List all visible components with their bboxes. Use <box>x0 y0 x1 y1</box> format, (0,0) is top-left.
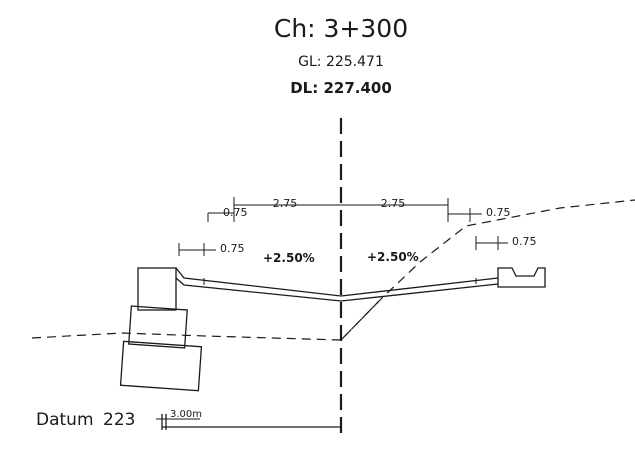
fill-slope-line <box>340 299 381 341</box>
left-inner-shoulder-label: 0.75 <box>223 206 248 219</box>
wall-block-bottom <box>119 340 203 392</box>
scale-label: 3.00m <box>170 409 202 420</box>
wall-block-middle <box>128 305 188 349</box>
pavement-top-line <box>175 267 499 297</box>
datum-label: Datum <box>36 410 94 430</box>
datum-block: Datum 223 3.00m <box>36 409 341 430</box>
pavement-bottom-line <box>175 277 499 302</box>
datum-value: 223 <box>103 410 135 430</box>
chainage-label: Ch: 3+300 <box>274 14 408 43</box>
wall-block-top <box>137 267 177 311</box>
right-drain-offset-label: 0.75 <box>512 235 537 248</box>
right-lane-width-label: 2.75 <box>381 197 406 210</box>
right-shoulder-label: 0.75 <box>486 206 511 219</box>
design-level-label: DL: 227.400 <box>290 79 392 97</box>
lane-dimension-row: 2.75 2.75 0.75 0.75 <box>207 197 511 222</box>
retaining-wall <box>119 267 203 392</box>
right-camber-label: +2.50% <box>367 250 419 264</box>
side-drain <box>497 267 546 288</box>
ground-level-label: GL: 225.471 <box>298 54 384 70</box>
left-outer-shoulder-label: 0.75 <box>220 242 245 255</box>
left-camber-label: +2.50% <box>263 251 315 265</box>
natural-ground-line <box>31 199 635 341</box>
left-lane-width-label: 2.75 <box>273 197 298 210</box>
carriageway <box>175 267 499 302</box>
shoulder-dimension-row: 0.75 0.75 <box>178 235 537 256</box>
